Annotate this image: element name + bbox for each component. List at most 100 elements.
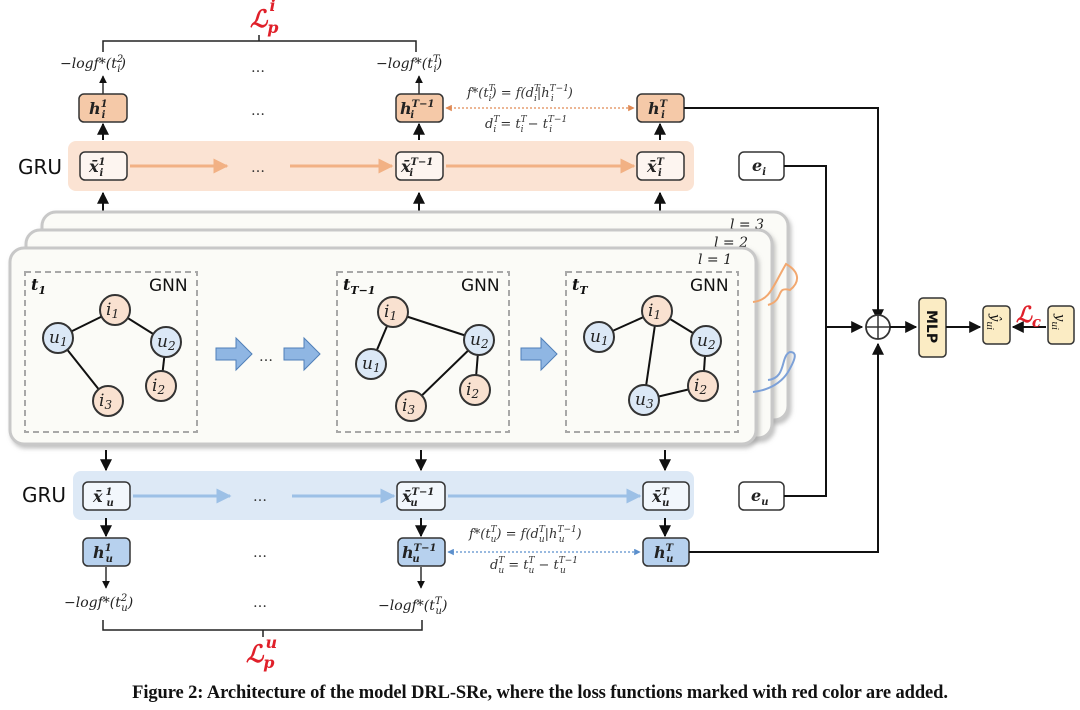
user-embedding: eu <box>738 481 785 511</box>
concat-operator-icon <box>865 314 891 340</box>
graph-node-i1: i1 <box>377 296 409 328</box>
svg-text:hT−1u: hT−1u <box>402 543 436 565</box>
prediction-output: ŷui <box>982 305 1011 345</box>
evolution-arrow-3 <box>520 336 558 372</box>
graph-node-u2: u2 <box>690 325 722 357</box>
svg-text:u3: u3 <box>635 390 654 411</box>
item-ellipsis-h: … <box>251 103 265 119</box>
svg-text:u1: u1 <box>49 328 68 349</box>
svg-text:i2: i2 <box>152 376 165 397</box>
svg-text:hTi: hTi <box>648 99 669 121</box>
svg-text:h1u: h1u <box>93 543 113 565</box>
svg-text:i2: i2 <box>466 380 479 401</box>
user-ellipsis-gru: … <box>253 489 267 505</box>
graph-node-u2: u2 <box>150 326 182 358</box>
svg-text:eu: eu <box>751 486 768 508</box>
svg-text:x̄1i: x̄1i <box>88 157 106 179</box>
graph-node-u3: u3 <box>628 384 660 416</box>
evolution-arrows: … <box>215 336 558 372</box>
svg-text:MLP: MLP <box>923 310 939 343</box>
fusion-module: MLP ŷui ℒc yui <box>684 107 1075 553</box>
gnn-label: GNN <box>690 276 729 296</box>
svg-text:x̄Ti: x̄Ti <box>646 157 666 179</box>
graph-node-u1: u1 <box>583 321 615 353</box>
svg-text:u2: u2 <box>157 332 176 353</box>
gnn-snapshot-1: t1 GNN i1 u1 u2 i2 i3 <box>24 271 198 433</box>
svg-text:u1: u1 <box>590 327 609 348</box>
svg-text:x̄1u: x̄1u <box>92 487 114 509</box>
svg-text:i1: i1 <box>384 302 397 323</box>
user-ellipsis-loss: … <box>253 595 267 611</box>
gnn-snapshot-3: tT GNN i1 u1 u2 i2 u3 <box>565 271 739 433</box>
svg-text:ei: ei <box>752 156 766 178</box>
graph-node-u1: u1 <box>42 322 74 354</box>
item-embedding: ei <box>738 151 785 181</box>
gnn-layer-1-label: l = 1 <box>698 252 732 268</box>
user-ellipsis-h: … <box>253 545 267 561</box>
graph-node-i3: i3 <box>395 390 427 422</box>
graph-node-i1: i1 <box>641 295 673 327</box>
graph-node-u2: u2 <box>463 324 495 356</box>
graph-node-i1: i1 <box>99 294 131 326</box>
svg-text:u1: u1 <box>362 354 381 375</box>
figure-caption: Figure 2: Architecture of the model DRL-… <box>132 683 948 703</box>
svg-text:x̄Tu: x̄Tu <box>651 487 671 509</box>
ground-truth-label: yui <box>1047 305 1075 345</box>
svg-text:ŷui: ŷui <box>984 313 1002 330</box>
gnn-label: GNN <box>461 276 500 296</box>
snapshot-time-label: tT−1 <box>343 275 375 297</box>
classification-loss-label: ℒc <box>1016 302 1041 331</box>
evolution-arrow-1 <box>215 336 253 372</box>
svg-text:yui: yui <box>1049 313 1067 330</box>
svg-text:i3: i3 <box>99 391 112 412</box>
item-ellipsis-gru: … <box>251 160 265 176</box>
svg-text:i2: i2 <box>694 376 707 397</box>
user-loss-label: ℒpu <box>246 633 277 672</box>
svg-text:i1: i1 <box>106 300 119 321</box>
mlp-block: MLP <box>918 297 947 358</box>
graph-node-i3: i3 <box>92 385 124 417</box>
svg-text:hTu: hTu <box>654 543 675 565</box>
item-loss-brace <box>102 35 417 52</box>
graph-node-i2: i2 <box>687 370 719 402</box>
item-loss-label: ℒpi <box>250 0 278 37</box>
svg-text:i3: i3 <box>402 396 415 417</box>
gnn-snapshot-2: tT−1 GNN i1 u1 u2 i2 i3 <box>336 271 510 433</box>
graph-node-i2: i2 <box>459 374 491 406</box>
graph-node-u1: u1 <box>355 348 387 380</box>
evolution-arrow-2 <box>283 336 321 372</box>
user-loss-brace <box>102 620 423 637</box>
svg-text:u2: u2 <box>470 330 489 351</box>
evolution-ellipsis: … <box>259 349 273 365</box>
svg-text:u2: u2 <box>697 331 716 352</box>
item-curl <box>752 262 798 306</box>
gnn-label: GNN <box>149 276 188 296</box>
svg-text:i1: i1 <box>648 301 661 322</box>
user-curl <box>752 350 796 393</box>
snapshot-time-label: t1 <box>31 275 46 297</box>
snapshot-time-label: tT <box>572 275 588 297</box>
